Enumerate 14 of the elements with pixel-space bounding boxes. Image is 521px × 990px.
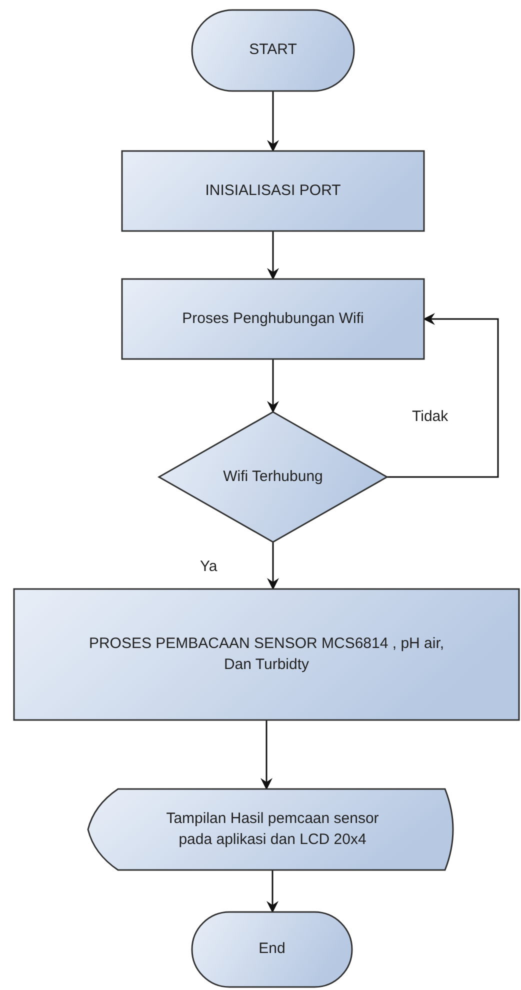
- arrow: [387, 313, 499, 478]
- node-label: Wifi Terhubung: [223, 466, 323, 487]
- arrow: [267, 359, 279, 413]
- arrow: [266, 870, 278, 913]
- node-label: PROSES PEMBACAAN SENSOR MCS6814 , pH air, Dan Turbidty: [88, 634, 446, 674]
- node-label: End: [258, 939, 286, 960]
- arrow: [267, 91, 279, 152]
- node-label: Proses Penghubungan Wifi: [182, 308, 364, 329]
- node-label: START: [249, 40, 297, 60]
- arrow: [267, 231, 279, 280]
- arrow: [260, 720, 272, 790]
- node-label: Tampilan Hasil pemcaan sensor pada aplikasi dan LCD 20x4: [165, 809, 380, 850]
- arrow: [267, 542, 279, 590]
- node-label: INISIALISASI PORT: [205, 180, 341, 201]
